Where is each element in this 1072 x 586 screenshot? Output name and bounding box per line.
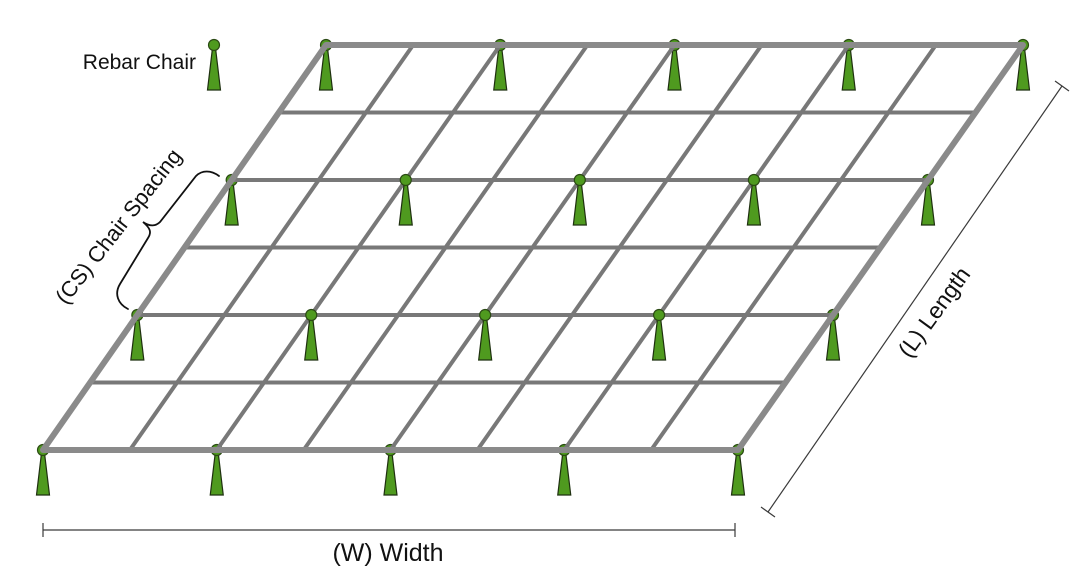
chair-head (207, 38, 221, 52)
legend-label: Rebar Chair (83, 51, 196, 74)
chair-head (573, 173, 586, 187)
chair-leg (557, 452, 572, 496)
width-label: (W) Width (332, 539, 443, 567)
rebar-chair-icon (398, 173, 413, 226)
rebar-chair-icon (206, 38, 222, 91)
rebar-bar-diagonal (215, 43, 502, 452)
chair-leg (209, 452, 224, 496)
rebar-bar-diagonal (475, 43, 764, 452)
length-label: (L) Length (893, 262, 976, 362)
rebar-chair-icon (746, 173, 762, 226)
length-dimension: (L) Length (760, 80, 1070, 518)
chair-spacing-annotation: (CS) Chair Spacing (50, 144, 220, 310)
length-tick-top (1054, 80, 1070, 92)
rebar-bar-diagonal (128, 43, 415, 452)
length-tick-bottom (760, 506, 776, 518)
chair-head (399, 173, 412, 187)
rebar-bar-diagonal (388, 43, 677, 452)
width-dimension: (W) Width (42, 523, 736, 567)
chair-leg (383, 452, 398, 496)
chair-head (479, 308, 492, 322)
rebar-chairs-over (304, 173, 762, 361)
chair-leg (730, 452, 746, 496)
rebar-chair-legend-icon (206, 38, 222, 91)
rebar-chair-icon (304, 308, 319, 361)
chair-head (747, 173, 761, 187)
chair-spacing-label: (CS) Chair Spacing (50, 144, 186, 309)
rebar-chairs (35, 38, 1031, 496)
rebar-grid-border (40, 42, 1026, 453)
chair-leg (35, 452, 51, 496)
curly-brace-icon (116, 170, 220, 310)
rebar-grid-inner-bars (90, 43, 976, 452)
rebar-chair-icon (572, 173, 588, 226)
rebar-bar-diagonal (562, 43, 851, 452)
chair-head (305, 308, 318, 322)
rebar-chair-icon (651, 308, 667, 361)
chair-leg (206, 47, 222, 91)
length-dimension-line (767, 85, 1063, 513)
rebar-bar-diagonal (301, 43, 590, 452)
legend: Rebar Chair (83, 38, 222, 91)
rebar-chair-icon (477, 308, 493, 361)
chair-head (652, 308, 666, 322)
rebar-bar-diagonal (649, 43, 938, 452)
